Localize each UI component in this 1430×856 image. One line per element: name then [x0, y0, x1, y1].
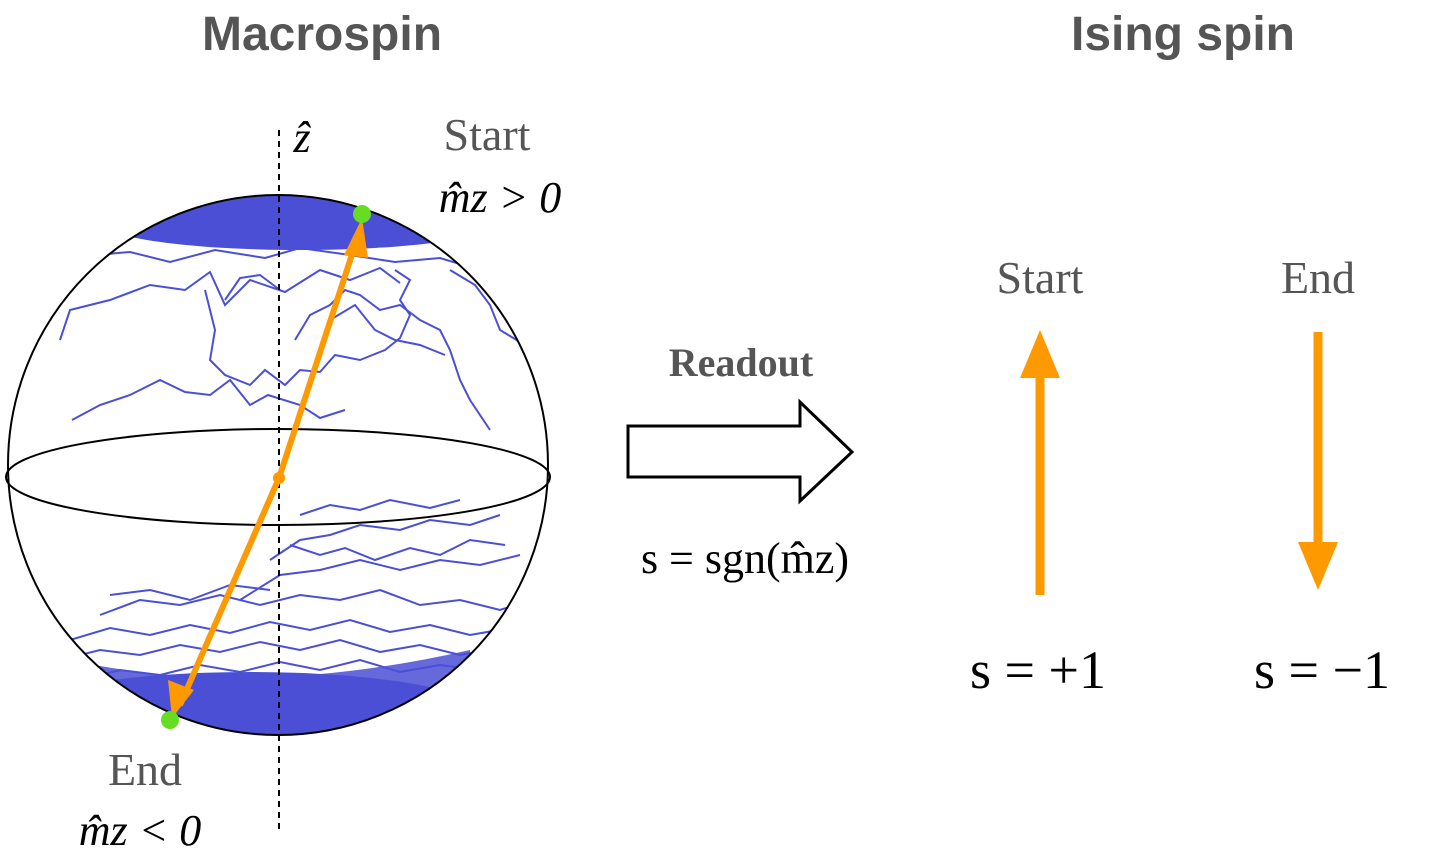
- spin-up-value: s = +1: [970, 640, 1106, 700]
- spin-up-arrow: [1020, 330, 1060, 595]
- start-arrowhead: [344, 218, 368, 258]
- end-arrowhead: [168, 680, 194, 718]
- ising-start-label: Start: [997, 252, 1084, 303]
- origin-point: [273, 472, 285, 484]
- ising-spin-title: Ising spin: [1071, 8, 1295, 61]
- readout-formula: s = sgn(m̂z): [641, 534, 849, 583]
- bloch-sphere: [5, 130, 551, 830]
- start-label: Start: [444, 109, 531, 160]
- end-point-marker: [161, 711, 179, 729]
- end-condition: m̂z < 0: [79, 806, 202, 855]
- start-point-marker: [353, 205, 371, 223]
- readout-arrow: [626, 398, 855, 505]
- start-condition: m̂z > 0: [439, 173, 562, 222]
- macrospin-title: Macrospin: [202, 8, 442, 61]
- spin-down-value: s = −1: [1254, 640, 1390, 700]
- z-axis-label: ẑ: [292, 113, 311, 162]
- start-magnetization-arrow: [276, 229, 363, 479]
- spin-down-arrow: [1298, 332, 1338, 590]
- upper-trajectories: [59, 246, 536, 431]
- end-magnetization-arrow: [177, 476, 282, 707]
- end-label: End: [108, 744, 182, 795]
- readout-label: Readout: [669, 340, 814, 385]
- ising-end-label: End: [1281, 252, 1355, 303]
